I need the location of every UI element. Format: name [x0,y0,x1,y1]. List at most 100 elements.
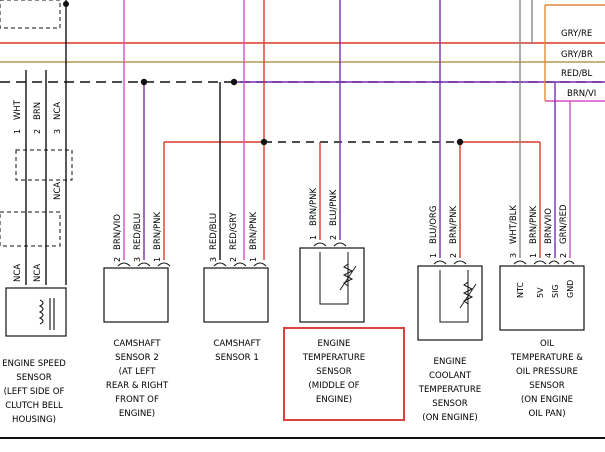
cam1-caption: SENSOR 1 [215,353,259,363]
oil-inner-label-ntc: NTC [516,282,525,298]
shield-mid [15,149,73,181]
ects-caption: (ON ENGINE) [422,413,478,423]
ects-connector [433,260,467,265]
ets-box [299,247,365,323]
ects-caption: TEMPERATURE [418,385,481,395]
cam1-wire-label: RED/GRY [229,211,239,250]
cam2-wire-label: BRN/PNK [153,212,163,250]
oil-wire-label: BRN/VIO [544,208,554,244]
ects-caption: SENSOR [432,399,468,409]
oil-caption: SENSOR [529,381,565,391]
speed-pin-3: 3 [53,129,62,134]
cam1-wire-label: BRN/PNK [249,212,259,250]
cam1-pin: 2 [229,257,238,262]
bus-labels: GRY/RE GRY/BR RED/BL BRN/VI [561,29,596,99]
ects-pin: 1 [429,253,438,258]
cam2-pin: 3 [133,257,142,262]
cam2-caption: SENSOR 2 [115,353,159,363]
feeder-wires [123,0,571,260]
bus-label-gry-re: GRY/RE [561,29,592,39]
camshaft-sensor-1: RED/BLU RED/GRY BRN/PNK 3 2 1 CAMSHAFT S… [203,211,269,363]
cam2-box [103,267,169,323]
splice-dots [63,1,464,146]
engine-coolant-temperature-sensor: BLU/ORG BRN/PNK 1 2 ENGINE COOLANT TEMPE… [417,206,483,423]
speed-pin-1: 1 [13,129,22,134]
cam2-caption: CAMSHAFT [113,339,161,349]
oil-caption: (ON ENGINE [521,395,573,405]
ects-wire-label: BLU/ORG [429,206,439,244]
bus-label-red-bl: RED/BL [561,69,593,79]
ects-box [417,265,483,341]
ets-wire-label: BRN/PNK [309,188,319,226]
speed-wire-label-wht: WHT [13,99,23,120]
coil-icon [38,299,44,325]
oil-inner-label-5v: 5V [536,287,545,298]
ets-caption: (MIDDLE OF [308,381,359,391]
ects-caption: ENGINE [434,357,467,367]
cam1-connector [213,262,267,267]
speed-wire-label-nca: NCA [53,102,63,120]
oil-caption: OIL PAN) [528,409,565,419]
speed-sensor-caption-1: ENGINE SPEED [2,359,66,369]
thermistor-arrow [459,283,477,309]
oil-caption: OIL PRESSURE [516,367,578,377]
thermistor-icon [462,281,474,305]
oil-wire-label: WHT/BLK [509,205,519,244]
oil-pin: 4 [544,253,553,258]
bus-label-gry-br: GRY/BR [561,50,593,60]
splice-dot [456,138,464,146]
ects-wire-label: BRN/PNK [449,206,459,244]
ects-caption: COOLANT [429,371,472,381]
speed-sensor-caption-5: HOUSING) [12,415,56,425]
splice-dot [140,78,148,86]
engine-temperature-sensor: BRN/PNK BLU/PNK 1 2 ENGINE TEMPERATURE S… [283,188,405,421]
camshaft-sensor-2: BRN/VIO RED/BLU BRN/PNK 2 3 1 CAMSHAFT S… [103,212,171,419]
cam1-pin: 3 [209,257,218,262]
speed-wire-label-nca-bottom-2: NCA [33,264,43,282]
oil-inner-label-sig: SIG [551,284,560,298]
oil-wire-label: BRN/PNK [529,206,539,244]
cam2-wire-label: RED/BLU [133,213,143,250]
bus-wires [0,0,605,102]
cam2-caption: FRONT OF [115,395,159,405]
ets-wire-label: BLU/PNK [329,189,339,226]
cam1-wire-label: RED/BLU [209,213,219,250]
shield-top [0,0,61,29]
ets-connector [313,242,347,247]
speed-sensor-box [5,287,67,337]
speed-sensor-caption-3: (LEFT SIDE OF [4,387,65,397]
oil-inner-label-gnd: GND [566,280,575,298]
splice-dot [260,138,268,146]
oil-caption: OIL [540,339,554,349]
bus-label-brn-vi: BRN/VI [567,89,596,99]
oil-pin: 1 [529,253,538,258]
cam2-caption: REAR & RIGHT [106,381,169,391]
cam1-pin: 1 [249,257,258,262]
oil-box [499,265,585,331]
cam2-pin: 1 [153,257,162,262]
ets-caption: ENGINE [318,339,351,349]
cam2-pin: 2 [113,257,122,262]
oil-pin: 3 [509,253,518,258]
splice-dot [230,78,238,86]
speed-sensor-caption-4: CLUTCH BELL [5,401,63,411]
cam2-wire-label: BRN/VIO [113,214,123,250]
ets-pin: 2 [329,235,338,240]
oil-temperature-pressure-sensor: WHT/BLK BRN/PNK BRN/VIO GRN/RED 3 1 4 2 … [499,204,585,419]
thermistor-arrow [339,265,357,291]
shield-bottom [0,211,61,247]
ets-highlight-box [283,327,405,421]
ets-caption: ENGINE) [316,395,352,405]
cam2-caption: ENGINE) [119,409,155,419]
speed-pin-2: 2 [33,129,42,134]
engine-speed-sensor: WHT BRN NCA 1 2 3 NCA NCA NCA ENGINE SPE… [0,0,73,425]
speed-wire-label-brn: BRN [33,102,43,120]
speed-wire-label-nca-bottom-1: NCA [13,264,23,282]
speed-wire-label-nca-mid: NCA [53,182,63,200]
thermistor-icon [342,263,354,287]
oil-connector [513,260,575,265]
speed-sensor-caption-2: SENSOR [16,373,52,383]
ets-pin: 1 [309,235,318,240]
oil-caption: TEMPERATURE & [510,353,583,363]
